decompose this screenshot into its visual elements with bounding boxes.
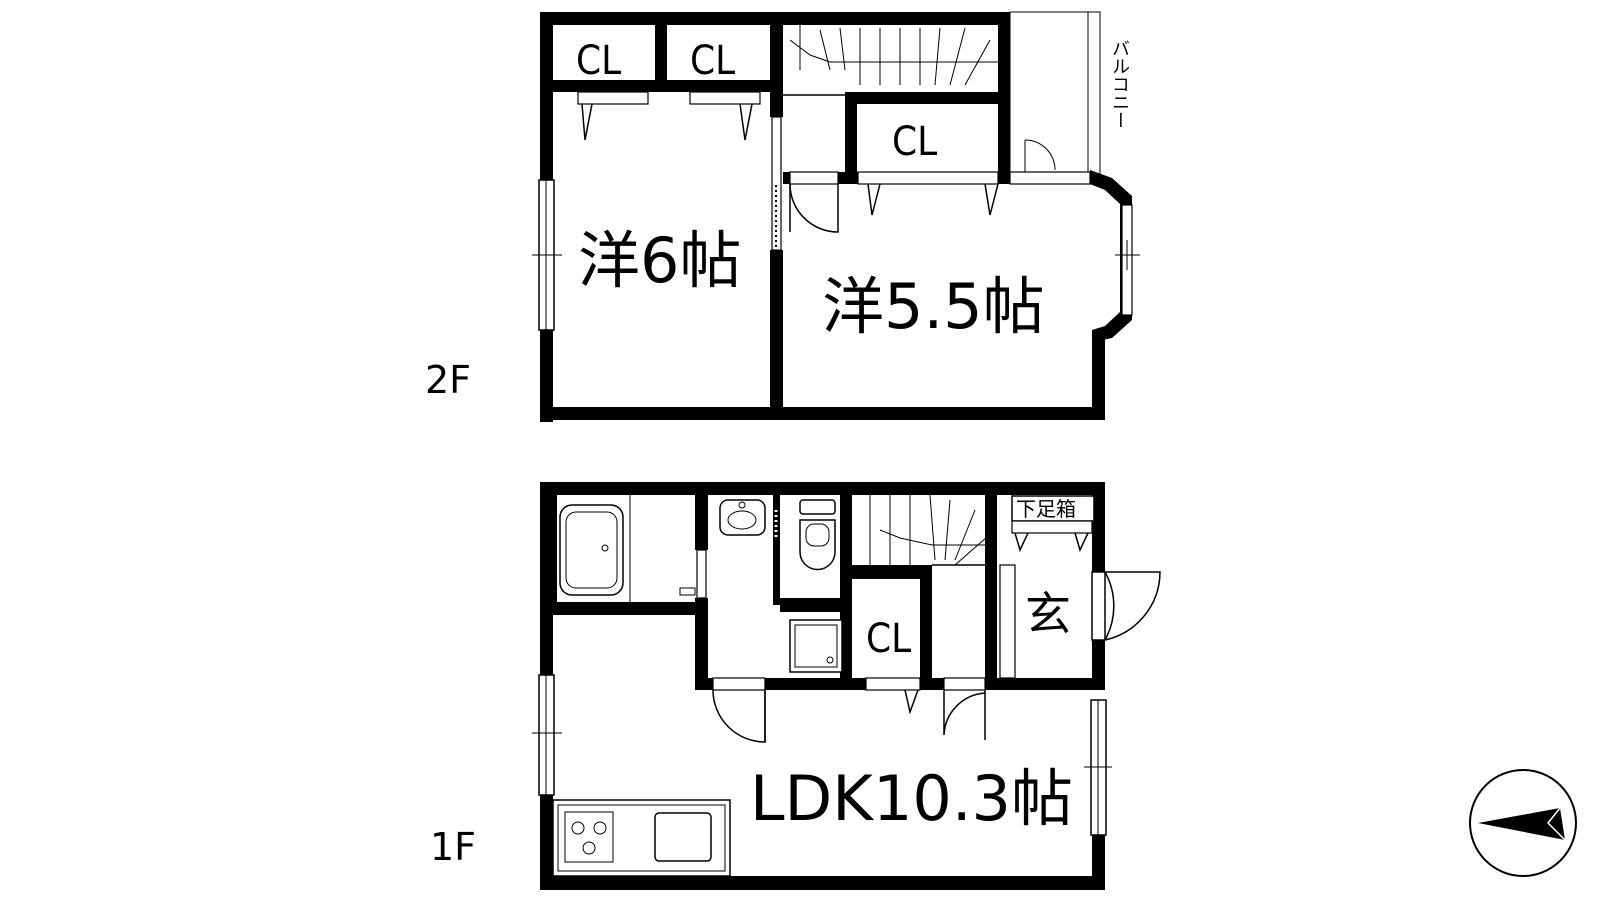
shoe-box-label: 下足箱 <box>1016 497 1076 521</box>
door <box>712 689 766 743</box>
wall <box>540 407 1105 420</box>
shoe-box: 下足箱 <box>1011 495 1095 553</box>
wall <box>985 495 997 690</box>
wall <box>845 92 857 184</box>
wall <box>852 565 932 579</box>
compass <box>1469 769 1577 877</box>
wall <box>540 12 1025 25</box>
wall <box>845 92 1010 104</box>
wall <box>695 678 713 690</box>
first-floor: 1F <box>430 482 1161 890</box>
floor-label-2f: 2F <box>425 358 471 402</box>
entrance-door <box>1104 571 1115 641</box>
wall <box>695 598 708 690</box>
closet-label: CL <box>866 616 911 662</box>
wall <box>770 250 783 410</box>
toilet <box>799 499 836 571</box>
wall <box>932 678 944 690</box>
wall <box>1092 482 1105 572</box>
washbasin <box>719 499 766 536</box>
staircase <box>783 25 1008 96</box>
wall <box>852 678 866 690</box>
wall <box>765 678 852 690</box>
second-floor: 2F CL CL <box>425 11 1140 422</box>
washing-machine-area <box>789 619 843 673</box>
wall <box>780 598 852 612</box>
wall <box>553 80 783 92</box>
balcony: バルコニー <box>1009 11 1130 185</box>
wall <box>1092 640 1105 690</box>
wall <box>695 495 708 550</box>
closet-label: CL <box>576 38 621 84</box>
wall <box>770 25 783 92</box>
wall <box>840 495 852 690</box>
room-label-western-5-5: 洋5.5帖 <box>822 270 1045 343</box>
floor-label-1f: 1F <box>430 825 476 869</box>
closet-label: CL <box>892 119 937 165</box>
wall <box>773 495 780 605</box>
wall <box>997 678 1097 690</box>
wall <box>998 12 1010 184</box>
room-label-western-6: 洋6帖 <box>578 224 741 297</box>
wall <box>770 92 783 117</box>
staircase <box>852 494 997 566</box>
bathtub <box>553 495 700 615</box>
wall <box>1092 338 1105 420</box>
entrance-label: 玄 <box>1025 587 1071 641</box>
wall <box>920 565 932 690</box>
wall <box>655 25 667 92</box>
room-label-ldk: LDK10.3帖 <box>750 762 1073 835</box>
wall <box>540 876 1105 890</box>
kitchen-counter <box>552 799 731 877</box>
north-arrow-icon <box>1478 808 1565 840</box>
closet-label: CL <box>690 38 735 84</box>
bay-window <box>1090 170 1140 342</box>
wall <box>540 482 1105 495</box>
wall <box>1092 835 1105 890</box>
